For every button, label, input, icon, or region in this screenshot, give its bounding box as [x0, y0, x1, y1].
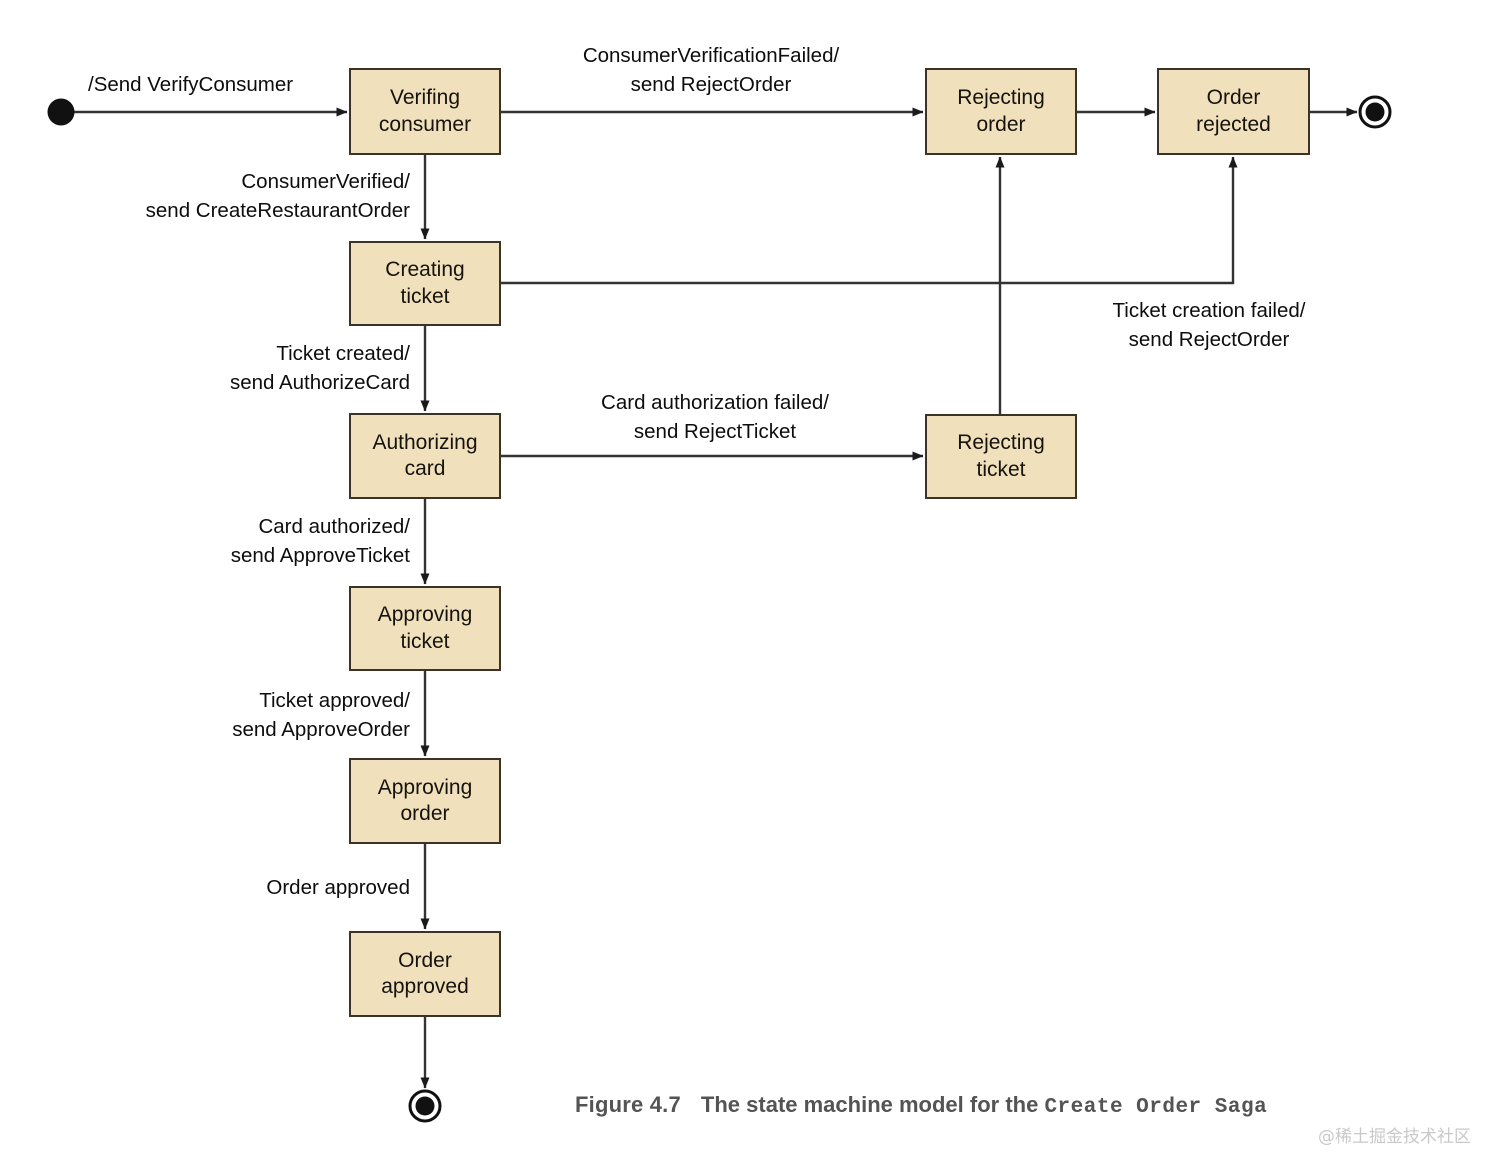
state-label-line1: Order: [398, 948, 452, 972]
state-order-rejected[interactable]: Order rejected: [1157, 68, 1310, 155]
state-approving-order[interactable]: Approving order: [349, 758, 501, 844]
label-line1: Ticket approved/: [259, 689, 410, 712]
edge-creating-to-order-rejected: [501, 156, 1238, 285]
transition-label-authorizing-to-approving-ticket: Card authorized/ send ApproveTicket: [214, 512, 410, 570]
figure-number: Figure 4.7: [575, 1092, 681, 1117]
figure-title-plain: The state machine model for the: [700, 1092, 1045, 1117]
state-approving-ticket[interactable]: Approving ticket: [349, 586, 501, 671]
label-line2: send CreateRestaurantOrder: [145, 199, 410, 223]
state-label-line2: order: [400, 802, 450, 825]
state-label-line2: consumer: [378, 112, 472, 136]
state-label-line2: ticket: [400, 629, 450, 653]
state-verifying-consumer[interactable]: Verifing consumer: [349, 68, 501, 155]
label-line1: Ticket created/: [276, 342, 410, 365]
label-line2: send AuthorizeCard: [229, 371, 410, 395]
label-line2: send ApproveOrder: [232, 718, 410, 742]
figure-caption: Figure 4.7 The state machine model for th…: [575, 1092, 1267, 1119]
label-line1: Card authorized/: [258, 515, 410, 538]
label-line2: send ApproveTicket: [230, 544, 410, 568]
label-line1: ConsumerVerificationFailed/: [582, 44, 840, 67]
transition-label-verifying-to-rejecting-order: ConsumerVerificationFailed/ send RejectO…: [565, 41, 857, 99]
transition-label-authorizing-to-rejecting-ticket: Card authorization failed/ send RejectTi…: [590, 388, 840, 446]
state-label-line1: Order: [1206, 86, 1261, 110]
label-line2: send RejectOrder: [630, 73, 792, 97]
figure-title-mono: Create Order Saga: [1044, 1096, 1268, 1119]
transition-label-verifying-to-creating: ConsumerVerified/ send CreateRestaurantO…: [118, 167, 410, 225]
state-label-line2: ticket: [976, 457, 1026, 481]
transition-label-approving-order-to-approved: Order approved: [254, 873, 410, 902]
label-line1: Card authorization failed/: [601, 391, 829, 414]
state-creating-ticket[interactable]: Creating ticket: [349, 241, 501, 326]
label-line2: send RejectOrder: [1128, 328, 1290, 352]
state-label-line2: card: [404, 457, 446, 480]
state-label-line1: Verifing: [389, 86, 461, 110]
transition-label-creating-to-order-rejected: Ticket creation failed/ send RejectOrder: [1106, 296, 1312, 354]
state-rejecting-ticket[interactable]: Rejecting ticket: [925, 414, 1077, 499]
state-label-line1: Rejecting: [957, 431, 1045, 455]
state-label-line1: Creating: [385, 258, 465, 282]
state-authorizing-card[interactable]: Authorizing card: [349, 413, 501, 499]
label-line1: ConsumerVerified/: [241, 170, 410, 193]
watermark: @稀土掘金技术社区: [1318, 1127, 1471, 1147]
initial-state: [47, 98, 75, 126]
state-label-line2: rejected: [1196, 112, 1271, 136]
state-label-line1: Authorizing: [372, 430, 478, 454]
state-label-line2: ticket: [400, 284, 450, 308]
transition-label-approving-ticket-to-order: Ticket approved/ send ApproveOrder: [214, 686, 410, 744]
label-line2: send RejectTicket: [633, 420, 797, 444]
state-order-approved[interactable]: Order approved: [349, 931, 501, 1017]
state-label-line1: Rejecting: [957, 86, 1045, 110]
state-rejecting-order[interactable]: Rejecting order: [925, 68, 1077, 155]
label-line1: /Send VerifyConsumer: [88, 73, 294, 96]
state-label-line2: approved: [381, 975, 469, 998]
state-label-line2: order: [976, 112, 1026, 136]
label-line1: Ticket creation failed/: [1112, 299, 1306, 322]
final-state-approved: [408, 1089, 442, 1123]
transition-label-creating-to-authorizing: Ticket created/ send AuthorizeCard: [214, 339, 410, 397]
transition-label-start-to-verifying: /Send VerifyConsumer: [88, 70, 293, 99]
label-line1: Order approved: [266, 876, 410, 899]
final-state-rejected: [1358, 95, 1392, 129]
state-label-line1: Approving: [377, 775, 473, 799]
state-label-line1: Approving: [377, 603, 473, 627]
